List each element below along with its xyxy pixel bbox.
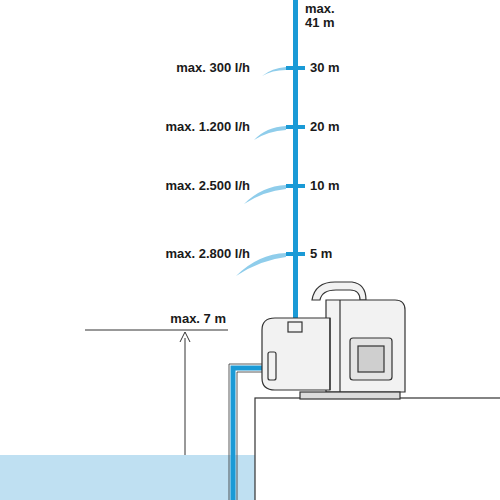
pump	[262, 282, 405, 399]
reference-line	[85, 330, 228, 331]
height-label: 30 m	[310, 60, 340, 75]
flow-label: max. 2.800 l/h	[165, 246, 250, 261]
water-body	[0, 455, 260, 500]
arrow-head	[180, 332, 190, 342]
flow-label: max. 2.500 l/h	[165, 178, 250, 193]
flow-label: max. 300 l/h	[176, 60, 250, 75]
suction-pipe	[233, 368, 265, 500]
dimension-arrow	[185, 338, 186, 455]
max-height-label: max. 41 m	[305, 2, 339, 30]
suction-depth-label: max. 7 m	[170, 311, 226, 326]
shelf	[255, 398, 500, 500]
flow-label: max. 1.200 l/h	[165, 119, 250, 134]
water-sprays	[236, 67, 286, 276]
height-ticks	[286, 66, 305, 256]
height-label: 10 m	[310, 178, 340, 193]
suction-pipe-outline	[229, 364, 262, 500]
delivery-pipe	[293, 0, 298, 340]
height-label: 20 m	[310, 119, 340, 134]
height-label: 5 m	[310, 246, 332, 261]
